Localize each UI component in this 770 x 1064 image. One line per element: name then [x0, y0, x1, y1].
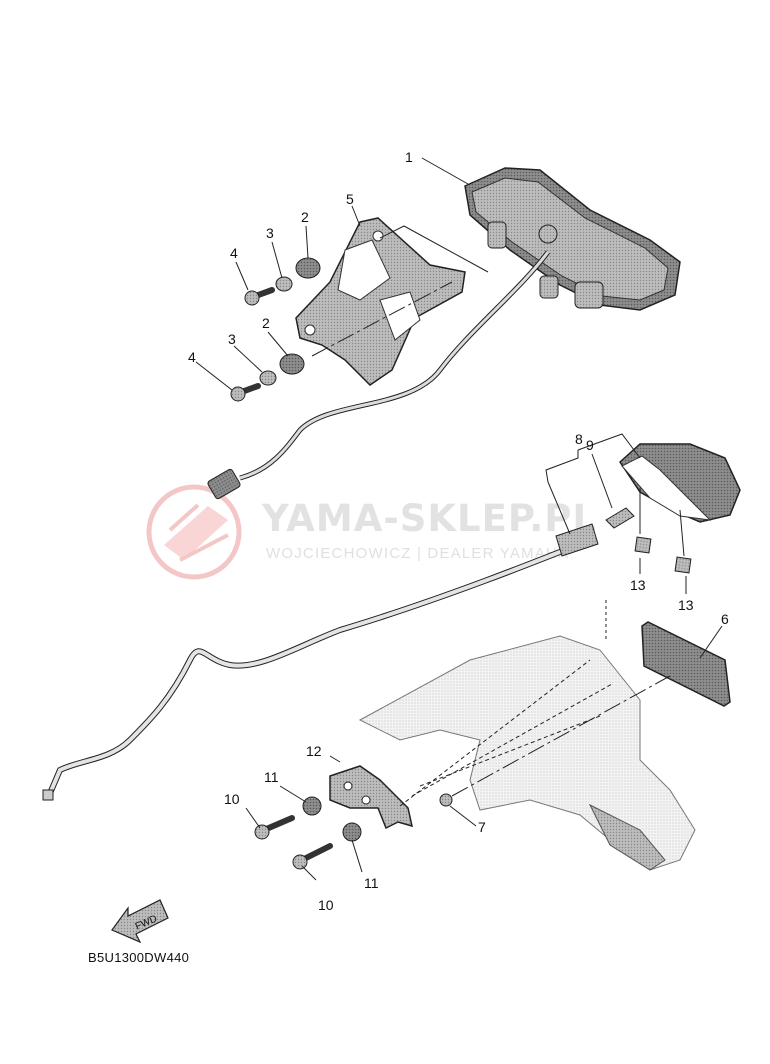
leaders-upper [195, 157, 489, 391]
callout-2-lower: 2 [262, 315, 270, 331]
callout-5: 5 [346, 191, 354, 207]
fwd-arrow-icon: FWD [111, 899, 169, 944]
rear-fender [358, 635, 696, 871]
callout-13-right: 13 [678, 597, 694, 613]
bulb-socket [605, 507, 635, 529]
callout-11-lower: 11 [364, 875, 379, 891]
callout-10-upper: 10 [224, 791, 240, 807]
tail-light-lead [207, 250, 551, 500]
callout-1: 1 [405, 149, 413, 165]
callout-7: 7 [478, 819, 486, 835]
watermark-title: YAMA-SKLEP.PL [262, 497, 597, 540]
callout-2-upper: 2 [301, 209, 309, 225]
plate-nuts [634, 536, 692, 574]
diagram-code: B5U1300DW440 [88, 950, 190, 965]
callout-6: 6 [721, 611, 729, 627]
callout-3-lower: 3 [228, 331, 236, 347]
callout-10-lower: 10 [318, 897, 334, 913]
license-light-unit [619, 443, 741, 523]
fasteners-upper [230, 257, 321, 402]
callout-12: 12 [306, 743, 322, 759]
callout-13-left: 13 [630, 577, 646, 593]
callout-4-lower: 4 [188, 349, 196, 365]
tail-light-unit [464, 167, 681, 311]
callout-11-upper: 11 [264, 769, 279, 785]
license-plate [641, 621, 731, 707]
callout-3-upper: 3 [266, 225, 274, 241]
light-bracket [295, 217, 466, 386]
callouts: 1 2 2 3 3 4 4 5 6 7 8 9 10 10 11 11 12 1… [188, 149, 729, 913]
leaders-lower [245, 433, 723, 881]
callout-9: 9 [586, 437, 594, 453]
license-light-lead [42, 523, 599, 801]
license-bracket [329, 765, 414, 830]
watermark-logo [146, 484, 242, 580]
callout-4-upper: 4 [230, 245, 238, 261]
fasteners-lower [254, 793, 453, 870]
callout-8: 8 [575, 431, 583, 447]
watermark-subtitle: WOJCIECHOWICZ | DEALER YAMAHA [266, 545, 570, 562]
